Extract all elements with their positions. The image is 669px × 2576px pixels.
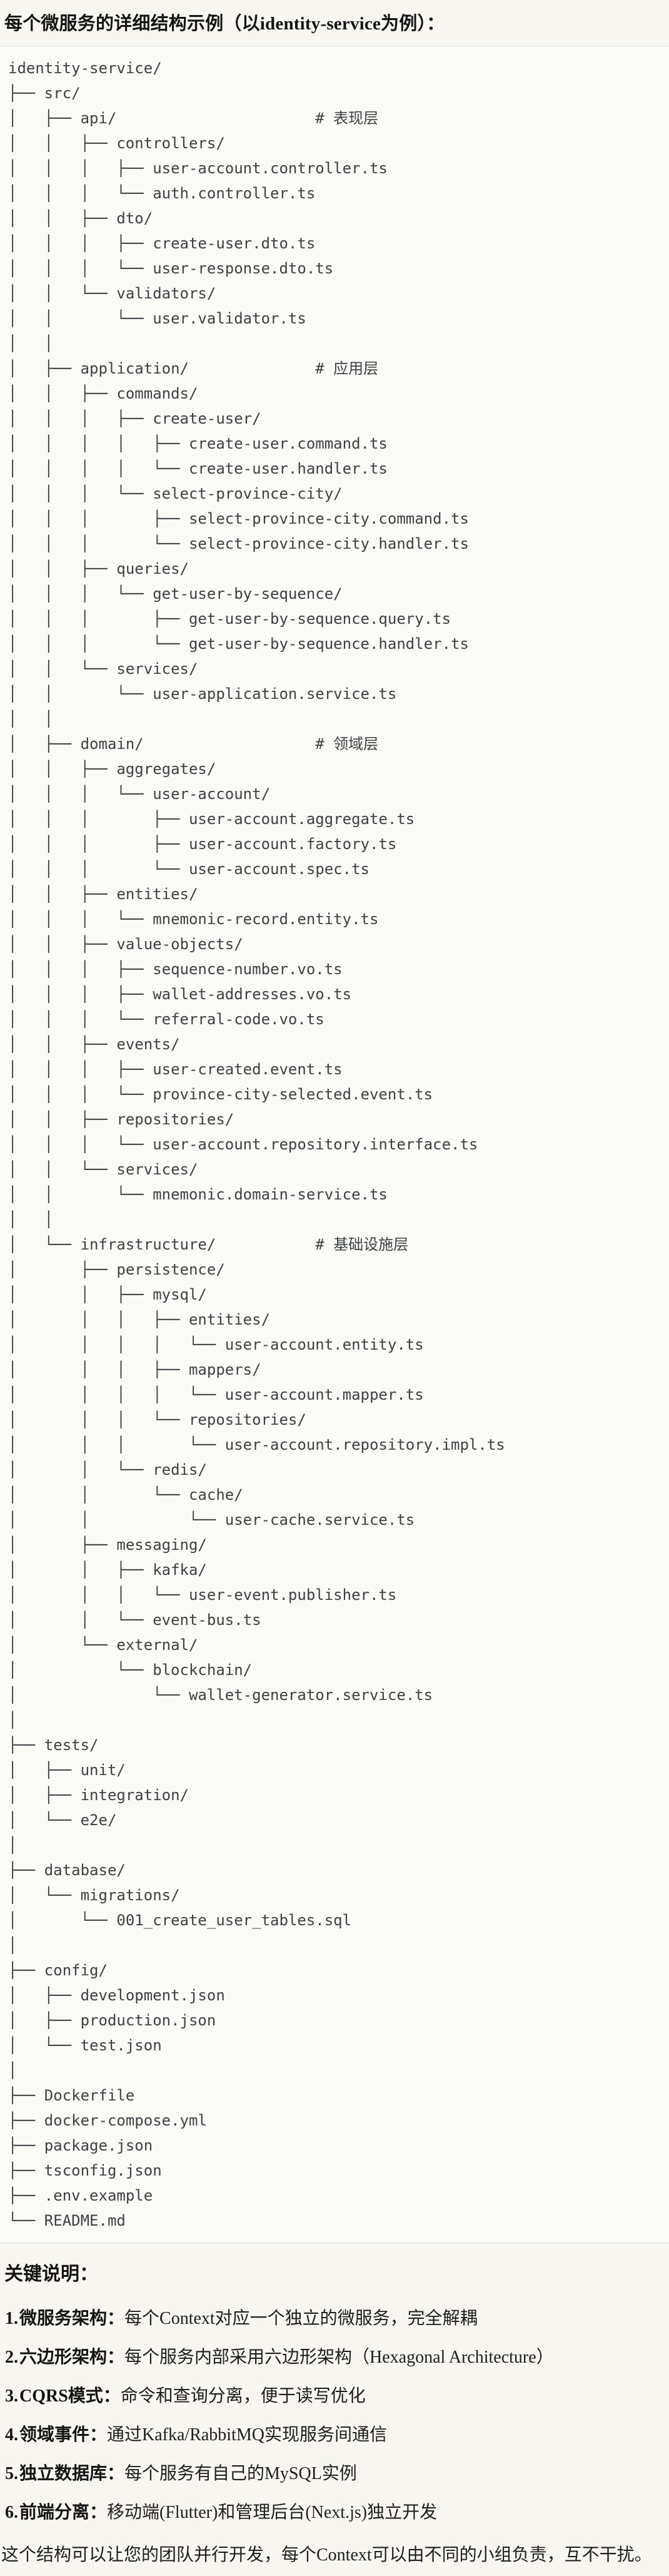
note-label: CQRS模式： <box>19 2386 121 2406</box>
note-item-frontend-split: 6.前端分离：移动端(Flutter)和管理后台(Next.js)独立开发 <box>0 2501 663 2525</box>
note-number: 4. <box>5 2425 18 2445</box>
note-label: 微服务架构： <box>19 2309 125 2328</box>
note-number: 6. <box>5 2503 18 2522</box>
notes-heading: 关键说明： <box>4 2264 98 2284</box>
key-notes-section: 关键说明： 1.微服务架构：每个Context对应一个独立的微服务，完全解耦 2… <box>0 2262 669 2573</box>
note-item-microservice: 1.微服务架构：每个Context对应一个独立的微服务，完全解耦 <box>0 2307 663 2331</box>
note-text: 每个服务内部采用六边形架构（Hexagonal Architecture） <box>124 2348 554 2367</box>
note-item-independent-db: 5.独立数据库：每个服务有自己的MySQL实例 <box>0 2462 663 2486</box>
note-number: 3. <box>5 2386 18 2406</box>
note-label: 领域事件： <box>19 2425 108 2445</box>
directory-tree-code-block: identity-service/ ├── src/ │ ├── api/ # … <box>0 46 669 2243</box>
note-text: 每个Context对应一个独立的微服务，完全解耦 <box>124 2309 478 2328</box>
page-title: 每个微服务的详细结构示例（以identity-service为例）： <box>4 14 445 34</box>
note-number: 2. <box>5 2348 18 2367</box>
notes-list: 1.微服务架构：每个Context对应一个独立的微服务，完全解耦 2.六边形架构… <box>0 2307 663 2525</box>
note-label: 前端分离： <box>19 2503 108 2522</box>
note-item-domain-events: 4.领域事件：通过Kafka/RabbitMQ实现服务间通信 <box>0 2423 663 2447</box>
note-text: 每个服务有自己的MySQL实例 <box>124 2464 357 2483</box>
note-item-cqrs: 3.CQRS模式：命令和查询分离，便于读写优化 <box>0 2385 663 2408</box>
note-text: 移动端(Flutter)和管理后台(Next.js)独立开发 <box>107 2503 438 2522</box>
note-number: 1. <box>5 2309 18 2328</box>
note-text: 命令和查询分离，便于读写优化 <box>120 2386 366 2406</box>
note-label: 独立数据库： <box>19 2464 125 2483</box>
note-item-hexagonal: 2.六边形架构：每个服务内部采用六边形架构（Hexagonal Architec… <box>0 2346 663 2370</box>
note-label: 六边形架构： <box>19 2348 125 2367</box>
note-text: 通过Kafka/RabbitMQ实现服务间通信 <box>107 2425 387 2445</box>
closing-paragraph: 这个结构可以让您的团队并行开发，每个Context可以由不同的小组负责，互不干扰… <box>1 2545 652 2565</box>
note-number: 5. <box>5 2464 18 2483</box>
